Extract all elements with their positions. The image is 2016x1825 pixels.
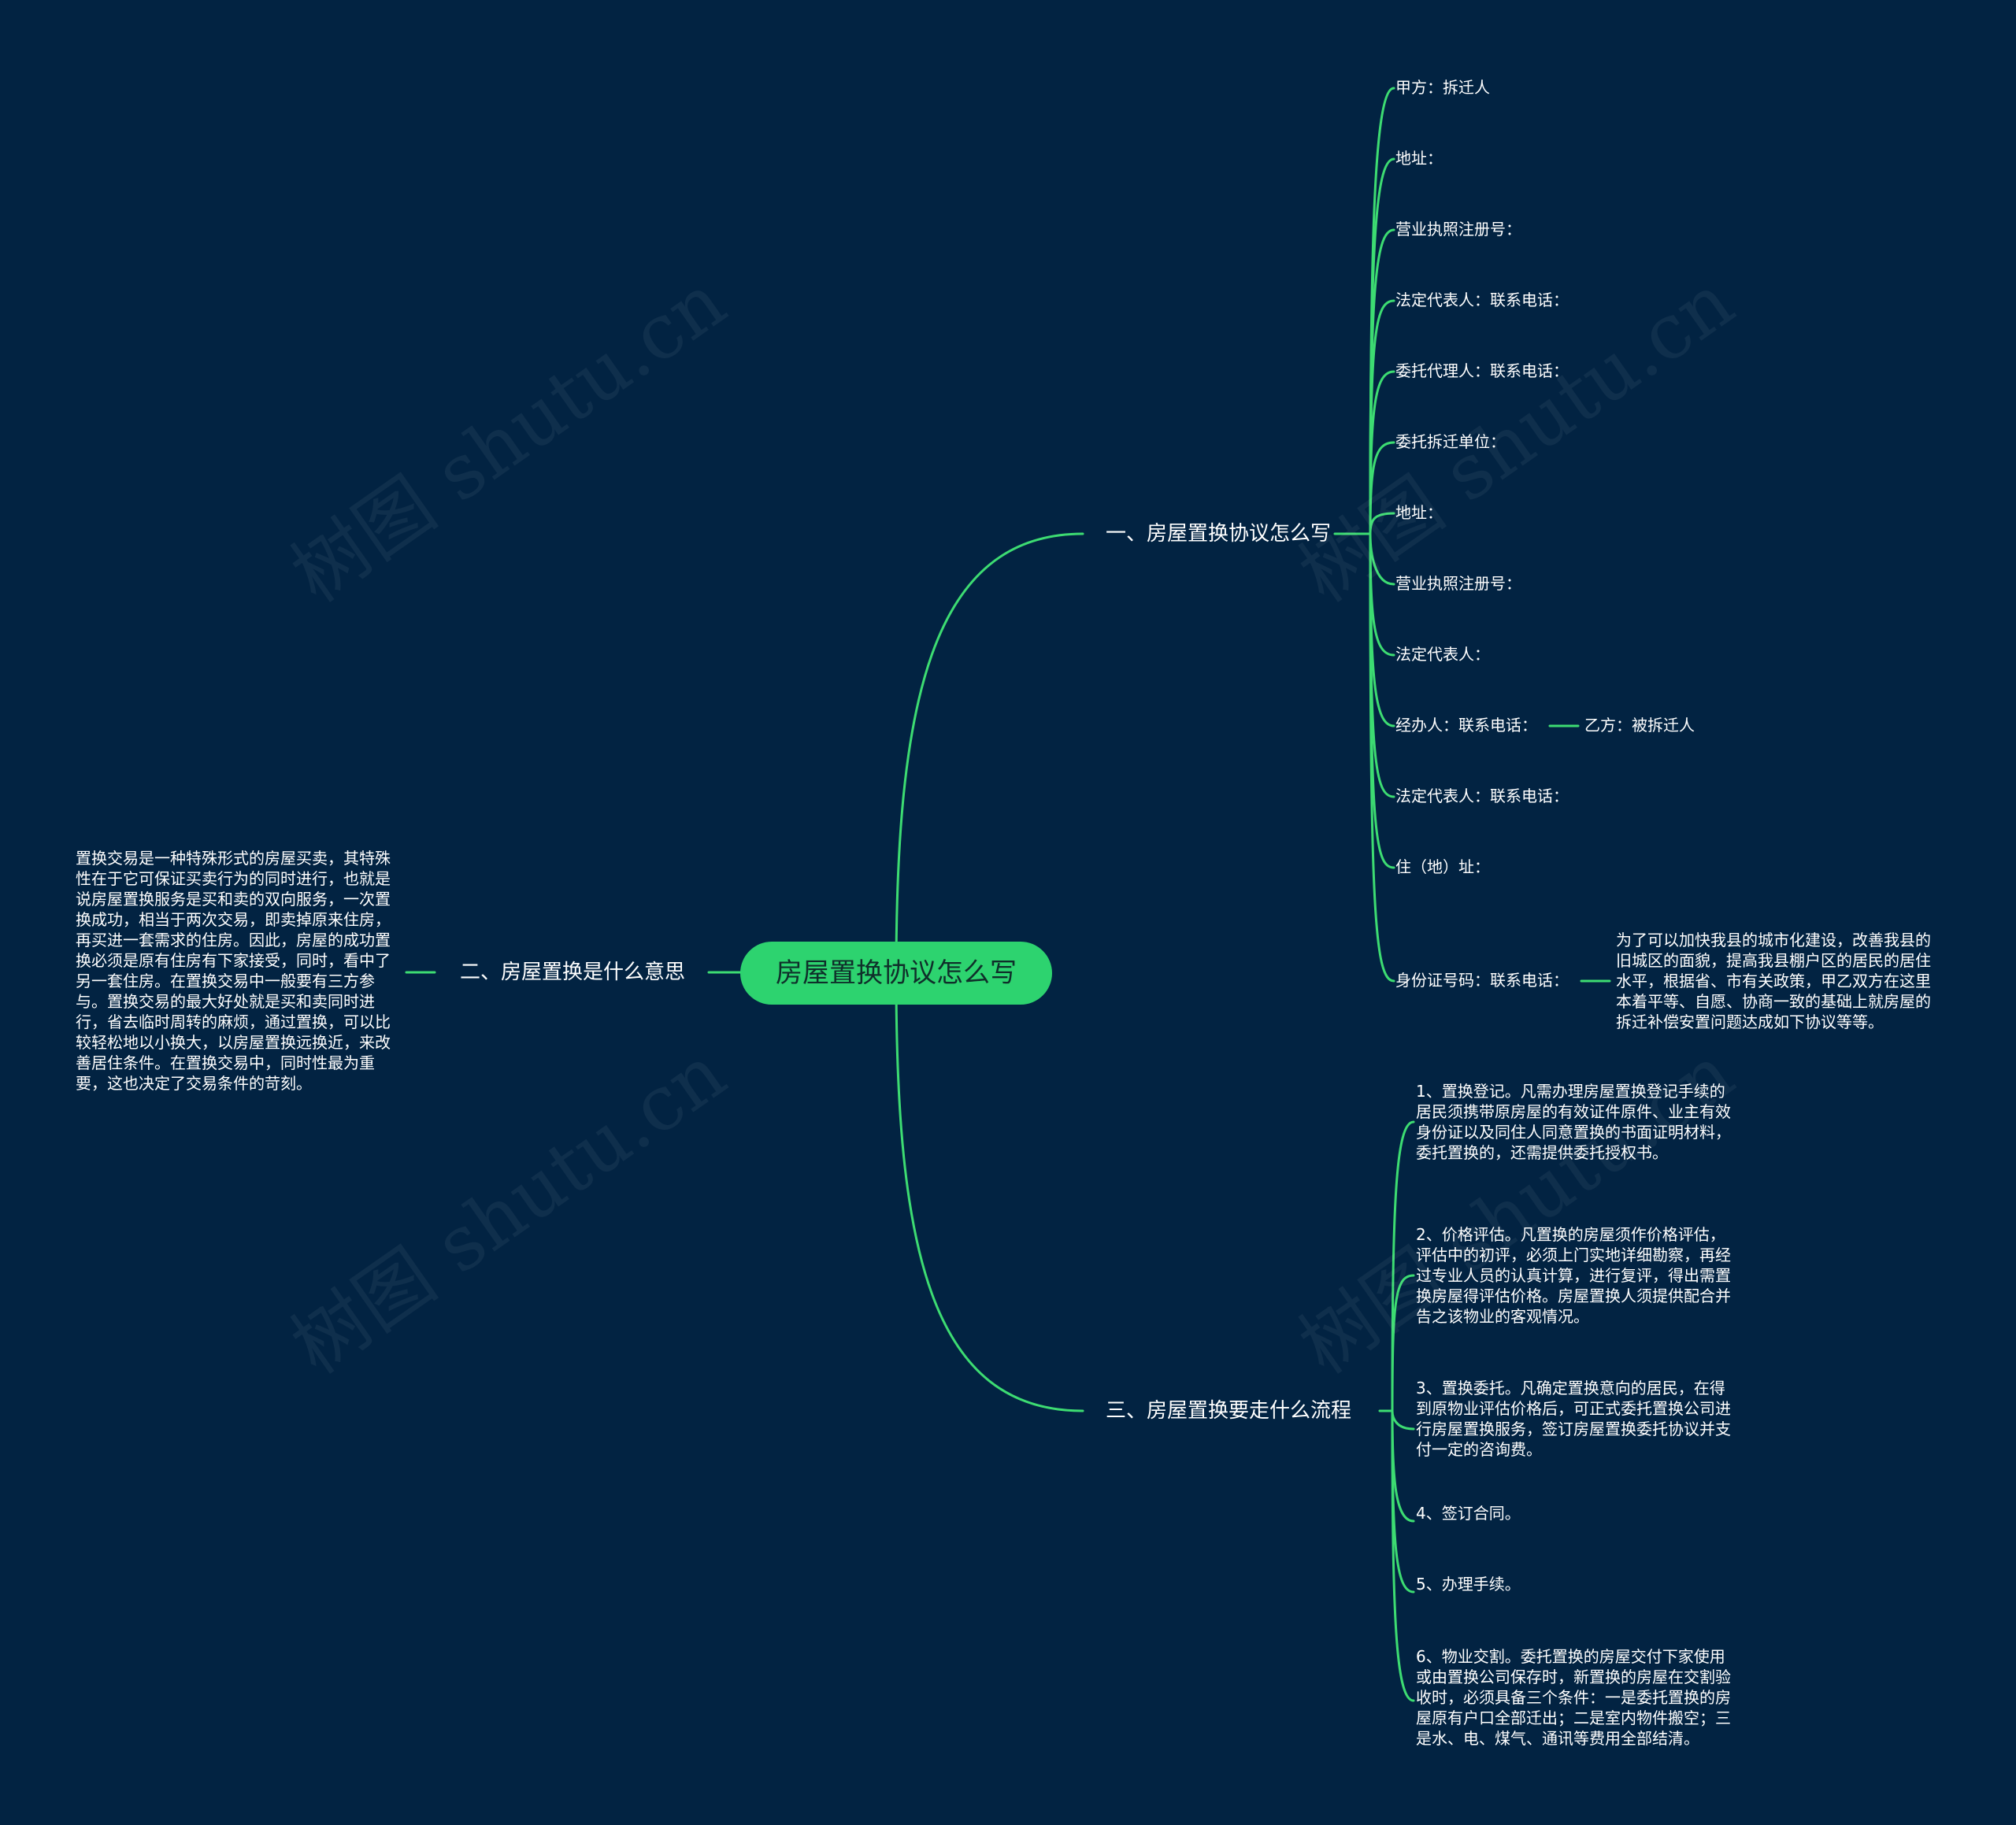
b1-item[interactable]: 营业执照注册号： <box>1395 220 1521 239</box>
b1-item[interactable]: 住（地）址： <box>1395 857 1490 876</box>
b2-text[interactable]: 置换交易是一种特殊形式的房屋买卖，其特殊性在于它可保证买卖行为的同时进行，也就是… <box>76 849 391 1093</box>
b1-item[interactable]: 法定代表人：联系电话： <box>1395 291 1569 309</box>
b1-item[interactable]: 委托拆迁单位： <box>1395 432 1506 451</box>
b1-sub-yifang[interactable]: 乙方：被拆迁人 <box>1584 716 1695 735</box>
b1-item[interactable]: 经办人：联系电话： <box>1395 716 1537 735</box>
b1-item[interactable]: 委托代理人：联系电话： <box>1395 361 1569 380</box>
branch-node-b2[interactable]: 二、房屋置换是什么意思 <box>460 961 686 984</box>
root-node[interactable]: 房屋置换协议怎么写 <box>740 942 1052 1005</box>
b1-item[interactable]: 地址： <box>1395 149 1443 168</box>
branch-node-b1[interactable]: 一、房屋置换协议怎么写 <box>1106 522 1332 546</box>
b1-item[interactable]: 法定代表人：联系电话： <box>1395 787 1569 805</box>
link-root-b3 <box>895 973 1084 1412</box>
b1-item[interactable]: 地址： <box>1395 503 1443 522</box>
b3-step[interactable]: 6、物业交割。委托置换的房屋交付下家使用或由置换公司保存时，新置换的房屋在交割验… <box>1416 1647 1731 1748</box>
b1-item[interactable]: 营业执照注册号： <box>1395 574 1521 593</box>
link-root-b1 <box>895 532 1084 976</box>
b3-step[interactable]: 5、办理手续。 <box>1416 1575 1521 1594</box>
b3-step[interactable]: 3、置换委托。凡确定置换意向的居民，在得到原物业评估价格后，可正式委托置换公司进… <box>1416 1379 1731 1459</box>
b1-item[interactable]: 甲方：拆迁人 <box>1395 78 1490 97</box>
b3-step[interactable]: 2、价格评估。凡置换的房屋须作价格评估，评估中的初评，必须上门实地详细勘察，再经… <box>1416 1225 1731 1326</box>
b3-step[interactable]: 4、签订合同。 <box>1416 1504 1521 1523</box>
b3-step[interactable]: 1、置换登记。凡需办理房屋置换登记手续的居民须携带原房屋的有效证件原件、业主有效… <box>1416 1082 1731 1162</box>
b1-item[interactable]: 法定代表人： <box>1395 645 1490 664</box>
b1-sub-intro[interactable]: 为了可以加快我县的城市化建设，改善我县的旧城区的面貌，提高我县棚户区的居民的居住… <box>1616 931 1931 1031</box>
b1-item[interactable]: 身份证号码：联系电话： <box>1395 971 1569 990</box>
branch-node-b3[interactable]: 三、房屋置换要走什么流程 <box>1106 1399 1352 1423</box>
